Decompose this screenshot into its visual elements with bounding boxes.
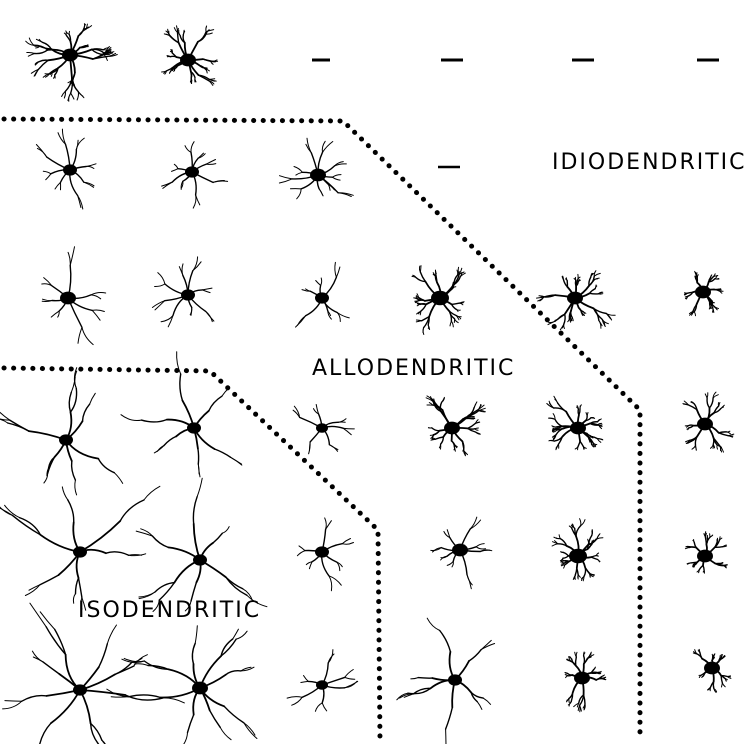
neuron-drawings bbox=[0, 23, 735, 744]
neuron-soma bbox=[181, 289, 195, 301]
neuron-soma bbox=[697, 417, 713, 431]
neuron-soma bbox=[431, 290, 449, 306]
neuron-soma bbox=[452, 543, 468, 557]
neuron-soma bbox=[697, 549, 713, 563]
missing-cell-markers bbox=[312, 58, 719, 169]
neuron-drawing bbox=[425, 395, 486, 457]
allodendritic-boundary bbox=[1, 116, 643, 743]
neuron-drawing bbox=[2, 602, 185, 744]
neuron-drawing bbox=[683, 270, 724, 317]
neuron-drawing bbox=[546, 395, 604, 451]
neuron-drawing bbox=[564, 651, 607, 713]
neuron-drawing bbox=[135, 477, 268, 612]
neuron-drawing bbox=[151, 256, 215, 328]
neuron-drawing bbox=[296, 517, 354, 592]
allodendritic-label: ALLODENDRITIC bbox=[312, 356, 516, 381]
neuron-soma bbox=[316, 680, 328, 690]
neuron-soma bbox=[574, 671, 590, 685]
neuron-drawing bbox=[536, 270, 616, 331]
boundary-lines bbox=[1, 116, 643, 743]
neuron-soma bbox=[59, 434, 73, 446]
neuron-soma bbox=[315, 292, 329, 304]
neuron-drawing bbox=[120, 351, 243, 478]
neuron-drawing bbox=[684, 531, 728, 574]
neuron-soma bbox=[704, 661, 720, 675]
neuron-drawing bbox=[396, 617, 496, 744]
neuron-soma bbox=[185, 166, 199, 178]
neuron-soma bbox=[187, 422, 201, 434]
neuron-soma bbox=[60, 291, 76, 305]
neuron-soma bbox=[448, 674, 462, 686]
neuron-soma bbox=[193, 554, 207, 566]
neuron-drawing bbox=[278, 137, 354, 200]
neuron-soma bbox=[567, 291, 583, 305]
isodendritic-label: ISODENDRITIC bbox=[78, 598, 262, 623]
neuron-drawing bbox=[295, 261, 350, 328]
neuron-drawing bbox=[692, 648, 732, 693]
neuron-soma bbox=[570, 421, 586, 435]
neuron-drawing bbox=[430, 516, 493, 590]
neuron-drawing bbox=[35, 128, 97, 210]
neuron-drawing bbox=[161, 25, 219, 86]
neuron-soma bbox=[310, 168, 326, 182]
idiodendritic-label: IDIODENDRITIC bbox=[552, 150, 747, 175]
neuron-soma bbox=[73, 546, 87, 558]
neuron-soma bbox=[62, 48, 78, 62]
neuron-drawing bbox=[292, 404, 355, 455]
neuron-soma bbox=[315, 546, 329, 558]
neuron-drawing bbox=[0, 367, 124, 496]
neuron-soma bbox=[569, 548, 587, 564]
neuron-drawing bbox=[286, 649, 359, 712]
neuron-soma bbox=[695, 285, 711, 299]
neuron-soma bbox=[63, 164, 77, 176]
neuron-soma bbox=[316, 423, 328, 433]
neuron-drawing bbox=[25, 23, 118, 102]
neuron-drawing bbox=[0, 485, 161, 611]
neuron-soma bbox=[192, 681, 208, 695]
neuron-drawing bbox=[551, 518, 604, 582]
neuron-drawing bbox=[682, 391, 735, 453]
neuron-drawing bbox=[411, 265, 466, 335]
neuron-soma bbox=[444, 421, 460, 435]
neuron-soma bbox=[73, 684, 87, 696]
neuron-drawing bbox=[41, 246, 107, 346]
neuron-drawing bbox=[106, 625, 258, 744]
neuron-soma bbox=[180, 53, 196, 67]
neuron-drawing bbox=[161, 141, 229, 209]
